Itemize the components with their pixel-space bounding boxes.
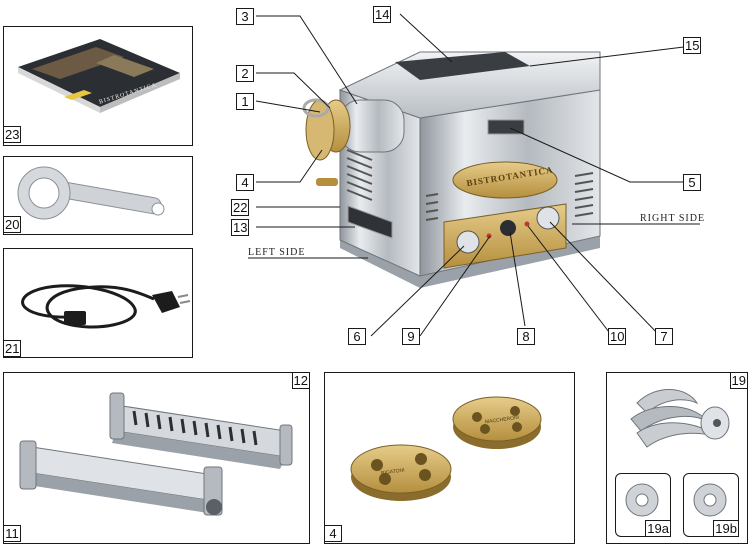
- callout-19a: 19a: [645, 520, 671, 537]
- wrench-icon: [17, 166, 165, 220]
- callout-7: 7: [655, 328, 673, 345]
- callout-3: 3: [236, 8, 254, 25]
- callout-1: 1: [236, 93, 254, 110]
- callout-4b: 4: [325, 525, 342, 542]
- ring-a-icon: [625, 483, 659, 517]
- callout-8: 8: [517, 328, 535, 345]
- callout-9: 9: [402, 328, 420, 345]
- callout-19b: 19b: [713, 520, 739, 537]
- callout-5: 5: [683, 174, 701, 191]
- callout-15: 15: [683, 37, 702, 54]
- panel-manual: 23: [3, 26, 193, 146]
- callout-23: 23: [4, 126, 22, 143]
- callout-2: 2: [236, 65, 254, 82]
- callout-12: 12: [291, 373, 309, 389]
- callout-21: 21: [4, 340, 22, 357]
- callout-13: 13: [231, 219, 250, 236]
- ring-b-icon: [693, 483, 727, 517]
- power-cord-icon: [21, 284, 191, 329]
- spare-ring-a: 19a: [615, 473, 671, 537]
- manual-illustration: [18, 39, 180, 113]
- callout-20: 20: [4, 216, 22, 233]
- spare-ring-b: 19b: [683, 473, 739, 537]
- dies-illustration: [350, 396, 542, 501]
- panel-cutting-rollers: 11 12: [3, 372, 310, 544]
- callout-14: 14: [373, 6, 392, 23]
- callout-6: 6: [348, 328, 366, 345]
- callout-19: 19: [729, 373, 747, 389]
- auger-illustration: [630, 389, 730, 448]
- callout-4: 4: [236, 174, 254, 191]
- cutting-rollers-illustration: [19, 392, 293, 516]
- panel-auger: 19a 19b 19: [606, 372, 748, 544]
- left-side-label: LEFT SIDE: [248, 247, 306, 258]
- callout-10: 10: [608, 328, 627, 345]
- panel-wrench: 20: [3, 156, 193, 235]
- right-side-label: RIGHT SIDE: [640, 213, 706, 224]
- panel-dies: RIGATONI MACCHERONI 4: [324, 372, 575, 544]
- callout-22: 22: [231, 199, 250, 216]
- panel-power-cord: 21: [3, 248, 193, 358]
- callout-11: 11: [4, 525, 21, 542]
